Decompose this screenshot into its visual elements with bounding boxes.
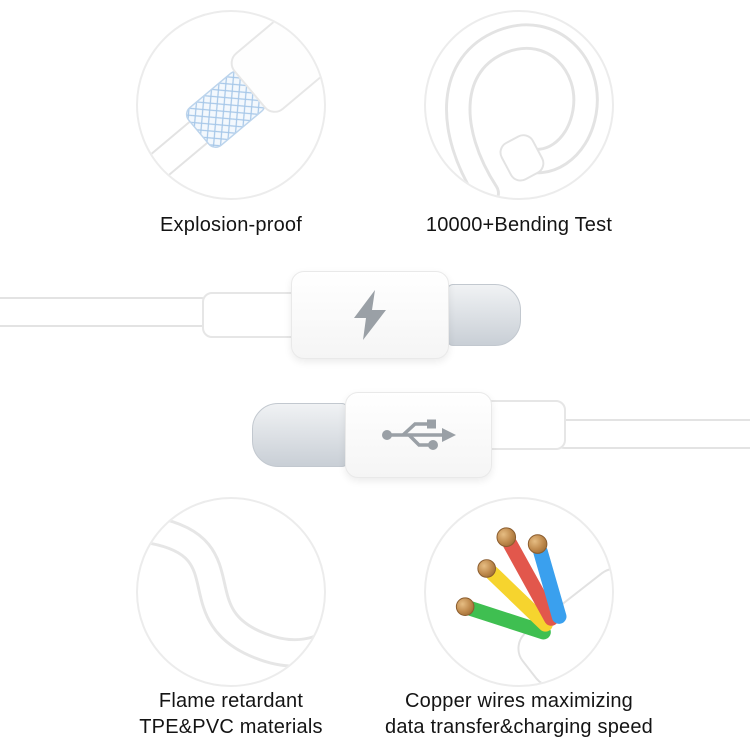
cable-left: [0, 297, 216, 327]
feature-label-line: TPE&PVC materials: [139, 716, 323, 738]
feature-label-line: Flame retardant: [158, 690, 304, 712]
usb-c-metal-tip-bottom: [252, 403, 348, 467]
plug-strain-relief-top: [202, 292, 306, 338]
usb-c-plug-body-top: [291, 271, 449, 359]
flame-retardant-label: Flame retardant TPE&PVC materials: [81, 688, 381, 740]
copper-wires-label: Copper wires maximizing data transfer&ch…: [369, 688, 669, 740]
usb-icon: [381, 419, 456, 450]
usb-c-plug-body-bottom: [345, 392, 492, 478]
mesh-cable-illustration: [138, 12, 324, 198]
bending-test-photo: [424, 10, 614, 200]
bending-test-label: 10000+Bending Test: [369, 212, 669, 238]
feature-label-line: data transfer&charging speed: [385, 716, 653, 738]
explosion-proof-photo: [136, 10, 326, 200]
usb-c-metal-tip-top: [447, 284, 521, 346]
feature-label-line: 10000+Bending Test: [425, 214, 613, 236]
copper-wires-photo: [424, 497, 614, 687]
flame-retardant-photo: [136, 497, 326, 687]
lightning-bolt-icon: [354, 290, 386, 340]
copper-wires-illustration: [455, 527, 612, 685]
cable-right: [550, 419, 750, 449]
plug-strain-relief-bottom: [482, 400, 566, 450]
explosion-proof-label: Explosion-proof: [81, 212, 381, 238]
feature-label-line: Explosion-proof: [160, 214, 302, 236]
feature-label-line: Copper wires maximizing: [405, 690, 633, 712]
bent-cable-illustration: [445, 23, 599, 198]
curved-cable-illustration: [138, 515, 324, 668]
